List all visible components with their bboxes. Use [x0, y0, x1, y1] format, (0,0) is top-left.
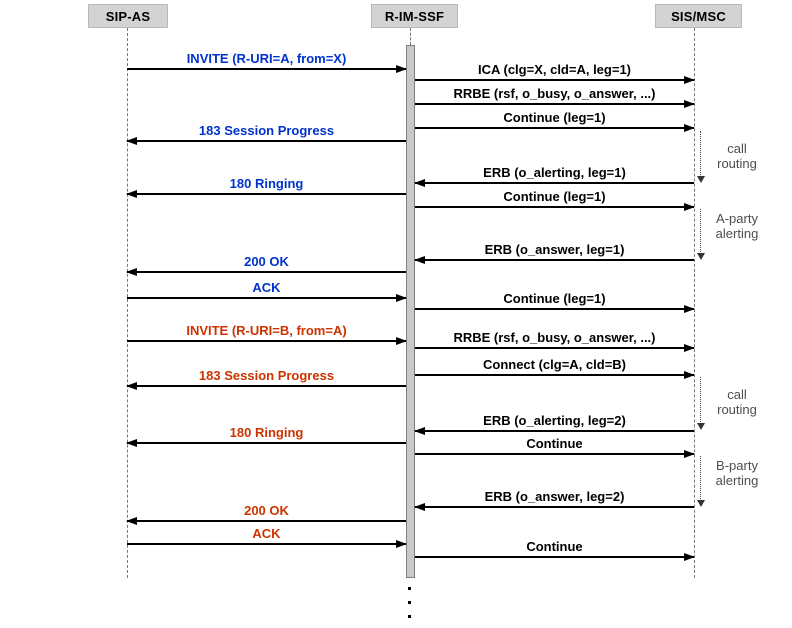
message-line — [415, 430, 694, 432]
arrowhead-right-icon — [684, 203, 695, 211]
arrowhead-left-icon — [126, 517, 137, 525]
actor-box-sis-msc: SIS/MSC — [655, 4, 742, 28]
message-label: ERB (o_answer, leg=1) — [484, 242, 625, 257]
arrowhead-right-icon — [396, 65, 407, 73]
arrowhead-left-icon — [126, 382, 137, 390]
arrowhead-left-icon — [414, 179, 425, 187]
message-label: 183 Session Progress — [198, 123, 335, 138]
arrowhead-right-icon — [684, 371, 695, 379]
message-line — [415, 127, 694, 129]
arrowhead-down-icon — [697, 176, 705, 183]
message-label: RRBE (rsf, o_busy, o_answer, ...) — [453, 86, 656, 101]
message-label: RRBE (rsf, o_busy, o_answer, ...) — [453, 330, 656, 345]
message-label: Continue — [526, 436, 583, 451]
arrowhead-right-icon — [684, 553, 695, 561]
message-line — [415, 347, 694, 349]
message-line — [415, 182, 694, 184]
message-line — [127, 193, 406, 195]
message-line — [127, 68, 406, 70]
arrowhead-left-icon — [414, 427, 425, 435]
arrowhead-left-icon — [126, 268, 137, 276]
arrowhead-left-icon — [414, 256, 425, 264]
message-line — [127, 543, 406, 545]
message-line — [127, 297, 406, 299]
arrowhead-right-icon — [684, 450, 695, 458]
continuation-dot — [408, 587, 411, 590]
message-label: ERB (o_alerting, leg=1) — [483, 165, 626, 180]
message-line — [127, 442, 406, 444]
message-line — [415, 79, 694, 81]
message-line — [415, 556, 694, 558]
processing-time-arrow — [700, 209, 701, 256]
message-label: Continue — [526, 539, 583, 554]
arrowhead-right-icon — [396, 294, 407, 302]
message-label: Connect (clg=A, cld=B) — [482, 357, 627, 372]
lifeline-sip-as — [127, 28, 128, 578]
continuation-dot — [408, 615, 411, 618]
message-line — [415, 206, 694, 208]
lifeline-sis-msc — [694, 28, 695, 578]
lifeline-r-im-ssf — [410, 28, 411, 45]
message-line — [127, 140, 406, 142]
arrowhead-right-icon — [684, 100, 695, 108]
message-label: 200 OK — [244, 503, 289, 518]
message-label: ICA (clg=X, cld=A, leg=1) — [477, 62, 632, 77]
message-line — [127, 385, 406, 387]
message-label: ERB (o_alerting, leg=2) — [483, 413, 626, 428]
message-label: INVITE (R-URI=B, from=A) — [186, 323, 347, 338]
arrowhead-right-icon — [684, 305, 695, 313]
activation-bar-r-im-ssf — [406, 45, 415, 578]
arrowhead-left-icon — [126, 137, 137, 145]
actor-box-r-im-ssf: R-IM-SSF — [371, 4, 458, 28]
message-line — [127, 271, 406, 273]
message-label: ERB (o_answer, leg=2) — [484, 489, 625, 504]
processing-time-arrow — [700, 131, 701, 179]
message-label: ACK — [252, 526, 281, 541]
message-label: 183 Session Progress — [198, 368, 335, 383]
message-label: 180 Ringing — [229, 176, 304, 191]
arrowhead-right-icon — [684, 344, 695, 352]
message-line — [415, 259, 694, 261]
arrowhead-left-icon — [126, 190, 137, 198]
processing-time-arrow — [700, 456, 701, 503]
arrowhead-left-icon — [414, 503, 425, 511]
arrowhead-down-icon — [697, 423, 705, 430]
processing-time-arrow — [700, 377, 701, 426]
message-label: Continue (leg=1) — [503, 110, 606, 125]
message-line — [415, 453, 694, 455]
message-line — [127, 340, 406, 342]
continuation-dot — [408, 601, 411, 604]
message-line — [415, 506, 694, 508]
message-label: ACK — [252, 280, 281, 295]
message-line — [415, 103, 694, 105]
arrowhead-right-icon — [396, 337, 407, 345]
arrowhead-right-icon — [684, 124, 695, 132]
message-label: Continue (leg=1) — [503, 189, 606, 204]
arrowhead-left-icon — [126, 439, 137, 447]
message-line — [415, 308, 694, 310]
arrowhead-right-icon — [684, 76, 695, 84]
message-label: INVITE (R-URI=A, from=X) — [186, 51, 347, 66]
message-label: 200 OK — [244, 254, 289, 269]
message-line — [415, 374, 694, 376]
actor-box-sip-as: SIP-AS — [88, 4, 168, 28]
message-line — [127, 520, 406, 522]
message-label: Continue (leg=1) — [503, 291, 606, 306]
arrowhead-right-icon — [396, 540, 407, 548]
arrowhead-down-icon — [697, 500, 705, 507]
arrowhead-down-icon — [697, 253, 705, 260]
message-label: 180 Ringing — [229, 425, 304, 440]
